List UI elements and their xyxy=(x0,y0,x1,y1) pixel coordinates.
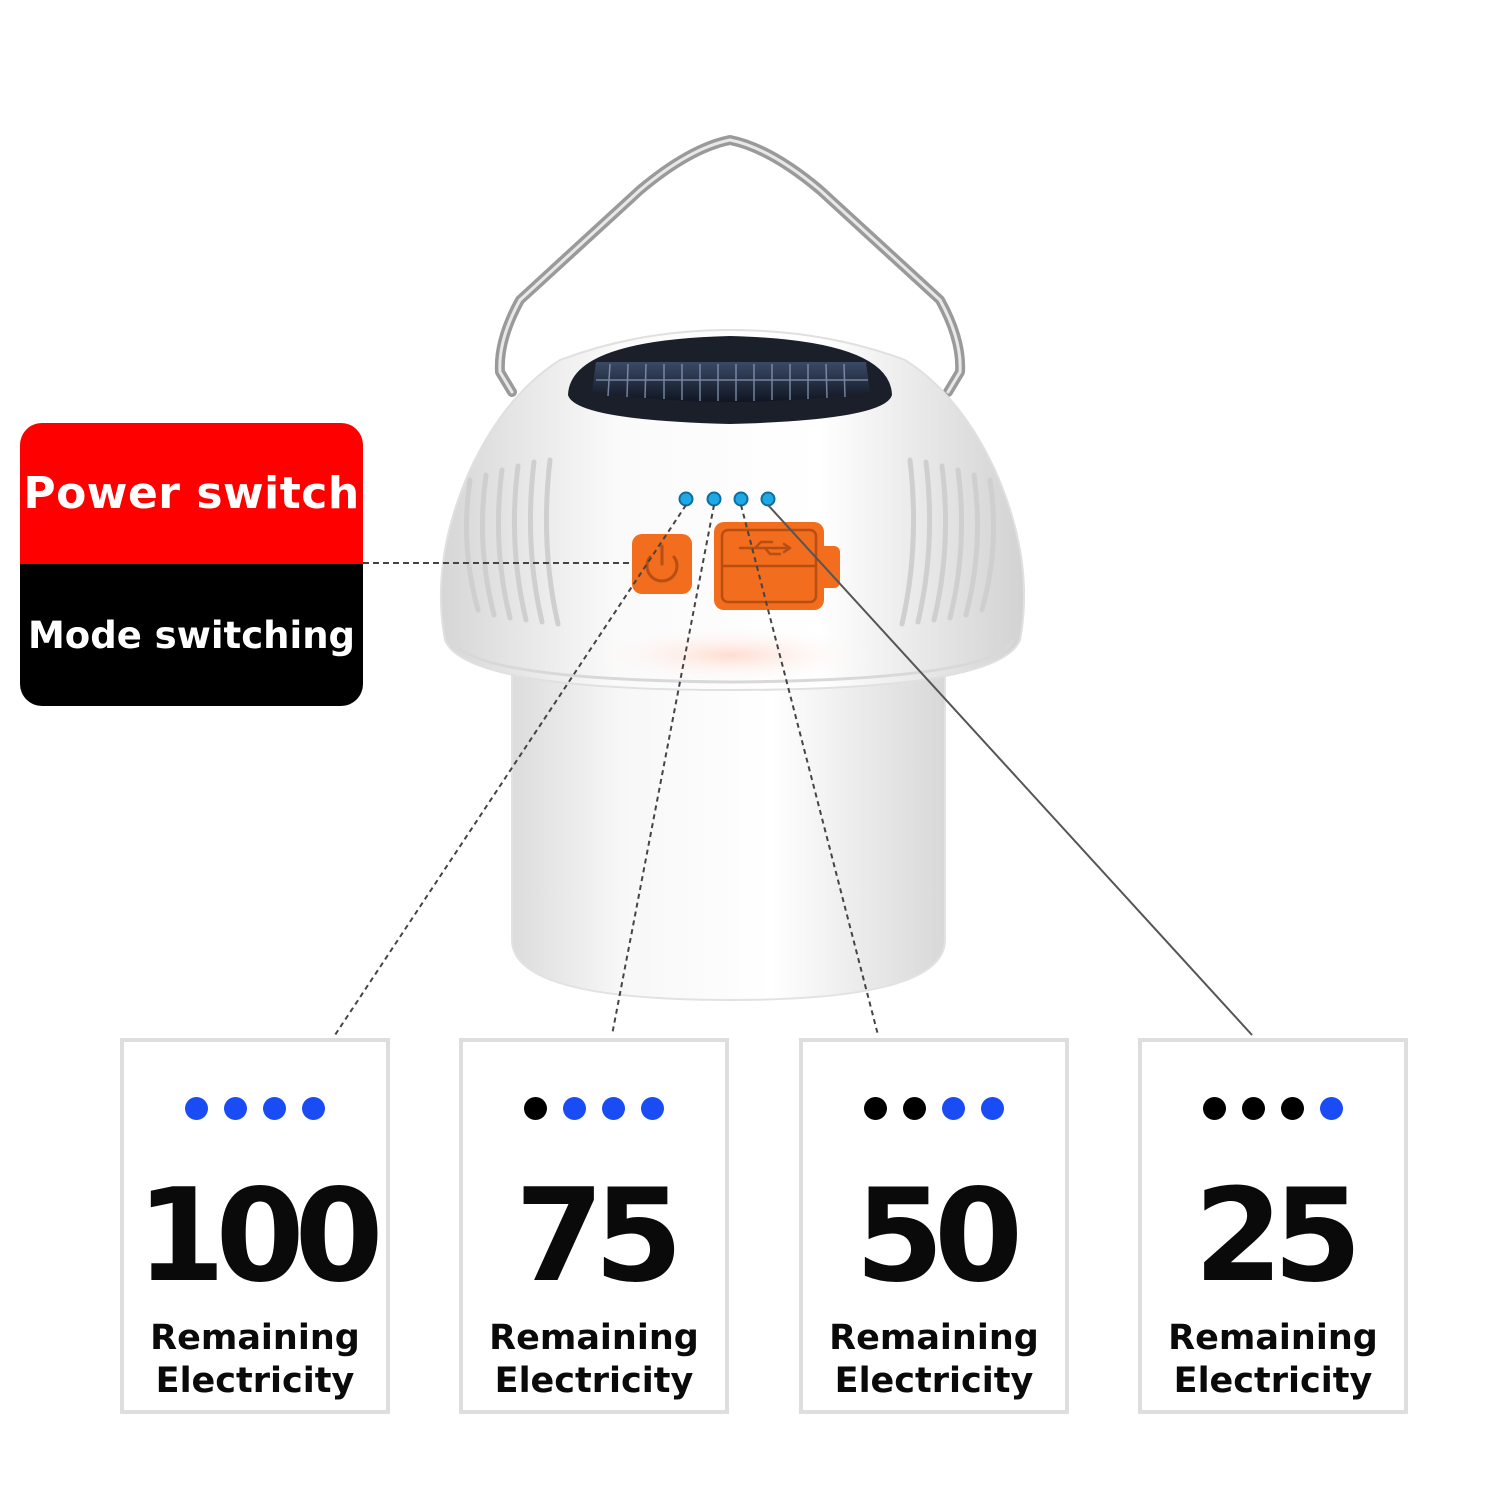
handle-wire xyxy=(494,135,966,397)
power-mode-callout: Power switch Mode switching xyxy=(20,423,363,706)
indicator-dot-unlit xyxy=(903,1097,926,1120)
level-caption: Remaining Electricity xyxy=(463,1317,725,1403)
caption-line-2: Electricity xyxy=(155,1361,355,1401)
caption-line-2: Electricity xyxy=(494,1361,694,1401)
usb-port-cover[interactable] xyxy=(714,522,840,610)
vent-ribs-left xyxy=(463,457,561,627)
battery-level-card-100: 100 Remaining Electricity xyxy=(120,1038,390,1414)
level-caption: Remaining Electricity xyxy=(1142,1317,1404,1403)
indicator-dot-lit xyxy=(641,1097,664,1120)
level-dots xyxy=(124,1097,386,1120)
solar-panel xyxy=(568,336,892,424)
caption-line-1: Remaining xyxy=(150,1318,360,1358)
battery-level-card-75: 75 Remaining Electricity xyxy=(459,1038,729,1414)
indicator-dot-unlit xyxy=(864,1097,887,1120)
indicator-dot-lit xyxy=(185,1097,208,1120)
indicator-dot-lit xyxy=(302,1097,325,1120)
indicator-dot-unlit xyxy=(1203,1097,1226,1120)
indicator-dot-unlit xyxy=(1281,1097,1304,1120)
power-button[interactable] xyxy=(632,534,692,594)
level-caption: Remaining Electricity xyxy=(124,1317,386,1403)
power-switch-label: Power switch xyxy=(20,423,363,564)
indicator-dot-unlit xyxy=(1242,1097,1265,1120)
led-leader-lines xyxy=(334,504,1253,1036)
indicator-dot-lit xyxy=(942,1097,965,1120)
level-value: 75 xyxy=(514,1162,683,1311)
indicator-dot-unlit xyxy=(524,1097,547,1120)
battery-level-card-50: 50 Remaining Electricity xyxy=(799,1038,1069,1414)
mode-switching-label: Mode switching xyxy=(20,564,363,706)
lamp-body xyxy=(511,639,946,1002)
indicator-dot-lit xyxy=(981,1097,1004,1120)
battery-level-card-25: 25 Remaining Electricity xyxy=(1138,1038,1408,1414)
level-value: 25 xyxy=(1193,1162,1362,1311)
indicator-dot-lit xyxy=(1320,1097,1343,1120)
lamp-indicator-leds xyxy=(678,491,776,507)
vent-ribs-right xyxy=(899,457,997,627)
indicator-dot-lit xyxy=(602,1097,625,1120)
level-dots xyxy=(463,1097,725,1120)
caption-line-1: Remaining xyxy=(489,1318,699,1358)
lamp-cap xyxy=(439,328,1026,692)
indicator-dot-lit xyxy=(224,1097,247,1120)
level-value: 50 xyxy=(854,1162,1023,1311)
level-dots xyxy=(1142,1097,1404,1120)
level-dots xyxy=(803,1097,1065,1120)
indicator-dot-lit xyxy=(563,1097,586,1120)
caption-line-2: Electricity xyxy=(1173,1361,1373,1401)
level-caption: Remaining Electricity xyxy=(803,1317,1065,1403)
caption-line-1: Remaining xyxy=(1168,1318,1378,1358)
indicator-dot-lit xyxy=(263,1097,286,1120)
level-value: 100 xyxy=(136,1162,383,1311)
caption-line-1: Remaining xyxy=(829,1318,1039,1358)
caption-line-2: Electricity xyxy=(834,1361,1034,1401)
